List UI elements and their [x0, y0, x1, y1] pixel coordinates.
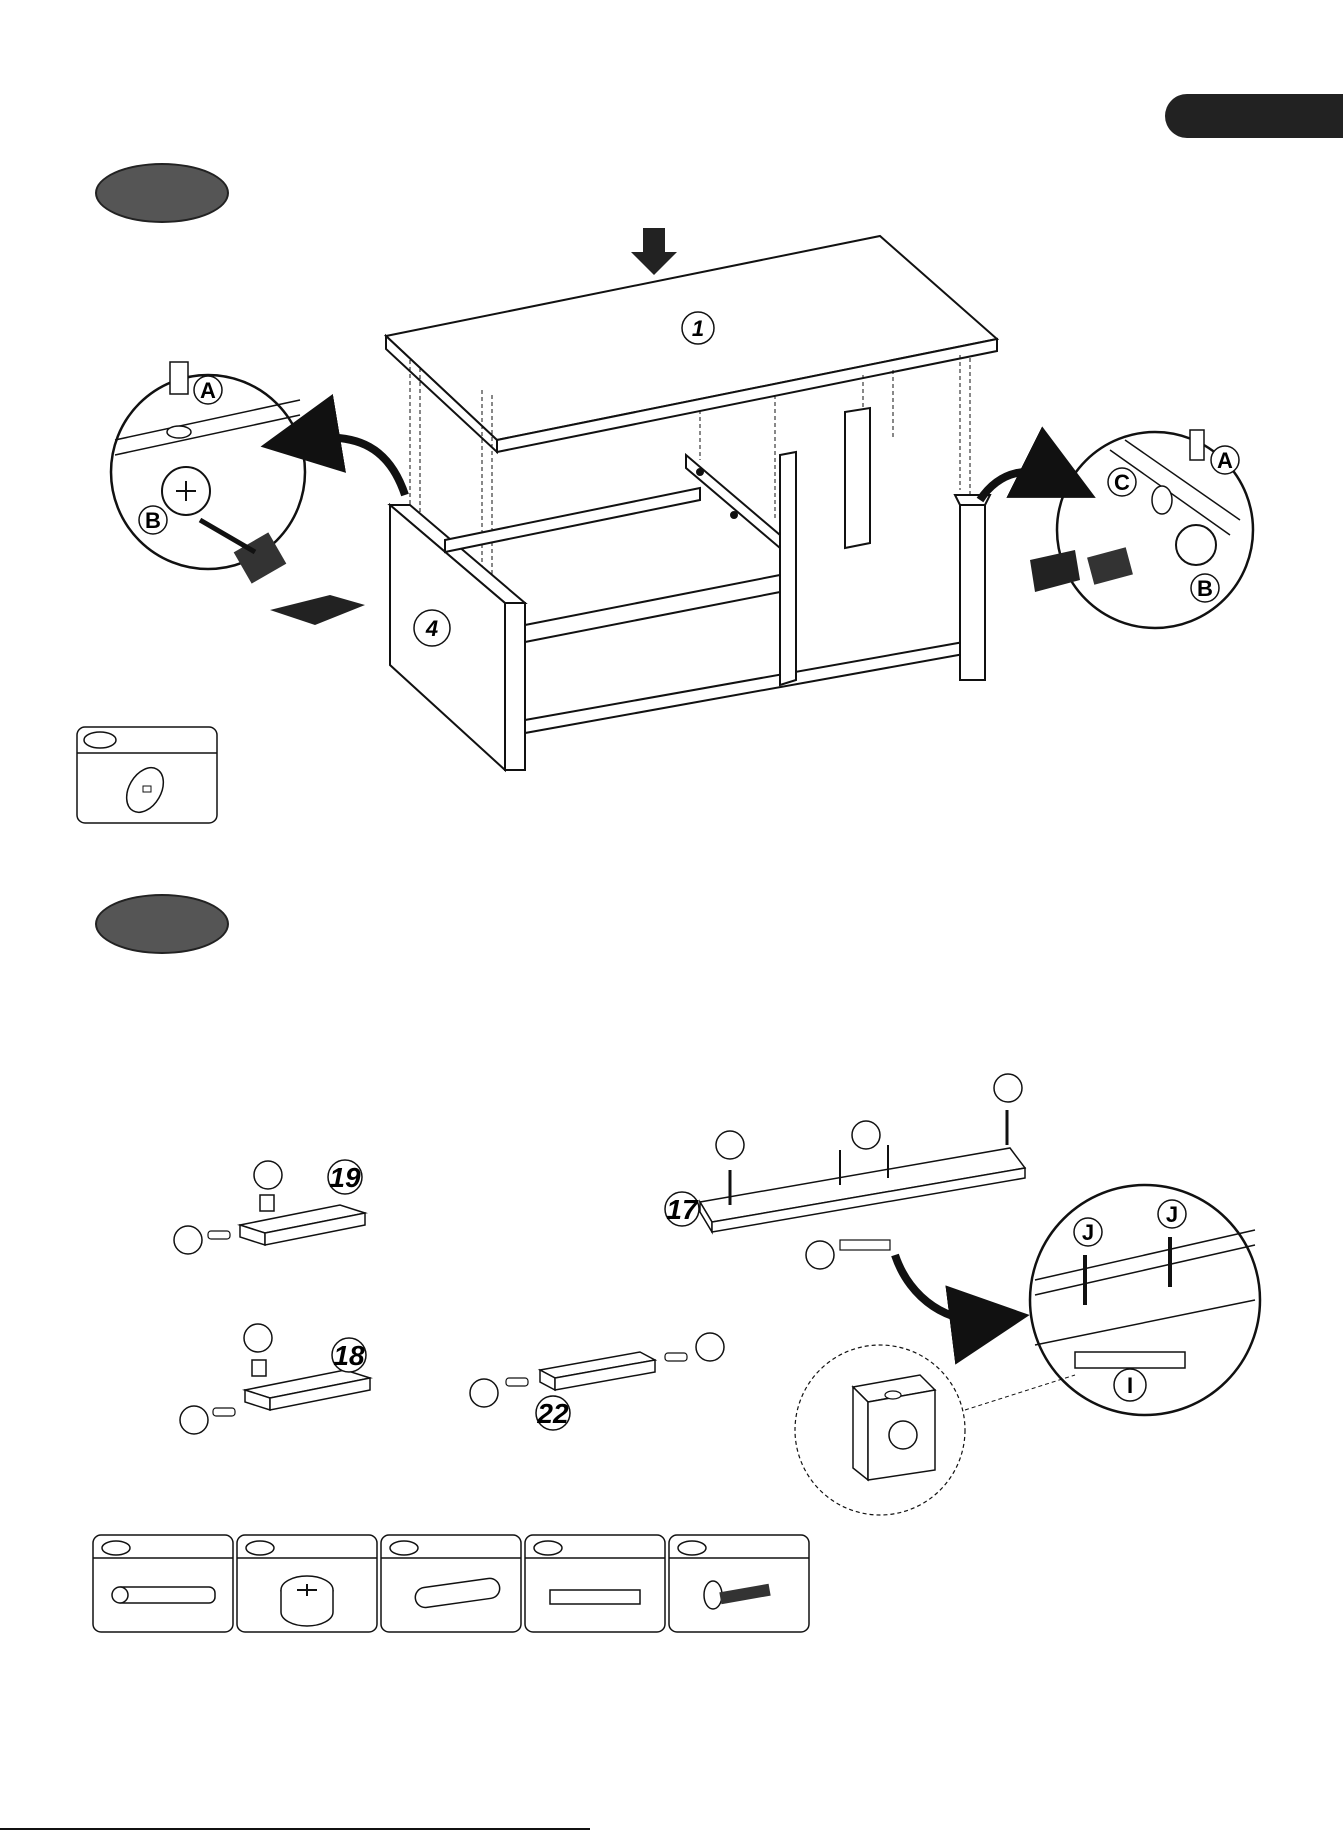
- part-19: 19: [174, 1160, 365, 1254]
- detail-j2: J: [1166, 1202, 1178, 1227]
- detail-circle-right: C A B: [1057, 430, 1253, 628]
- hardware-cell-dowel: [381, 1535, 521, 1632]
- push-arrow-icon: [270, 595, 365, 625]
- detail-i: I: [1127, 1373, 1133, 1398]
- side-panel-label: 4: [425, 616, 438, 641]
- part-17: 17: [665, 1074, 1025, 1269]
- step-badge-2: [95, 894, 229, 954]
- footer-rule: [0, 1828, 590, 1830]
- detail-circle-left: A B: [111, 362, 305, 584]
- detail-right-a: A: [1217, 448, 1233, 473]
- step1-illustration: 1 4: [0, 0, 1343, 840]
- curved-arrow-icon: [300, 437, 405, 495]
- hardware-cell-bolt: [93, 1535, 233, 1632]
- part-18-label: 18: [333, 1340, 365, 1371]
- hardware-box-step1: [77, 727, 217, 823]
- detail-left-b: B: [145, 508, 161, 533]
- detail-j1: J: [1082, 1220, 1094, 1245]
- hardware-strip-step2: [0, 1530, 820, 1640]
- push-arrow-icon: [1030, 550, 1080, 592]
- part-18: 18: [180, 1324, 370, 1434]
- curved-arrow-icon: [980, 472, 1060, 500]
- detail-right-b: B: [1197, 576, 1213, 601]
- detail-left-a: A: [200, 378, 216, 403]
- zoom-circle-block: [795, 1345, 1075, 1515]
- detail-circle-step2: J J I: [1030, 1185, 1260, 1415]
- detail-right-c: C: [1114, 470, 1130, 495]
- top-panel-label: 1: [692, 316, 704, 341]
- part-22-label: 22: [536, 1398, 569, 1429]
- hardware-cell-bracket: [525, 1535, 665, 1632]
- hardware-cell-cam-lock: [237, 1535, 377, 1632]
- top-panel-1: 1: [386, 236, 997, 452]
- part-19-label: 19: [329, 1162, 361, 1193]
- hardware-cell-screw: [669, 1535, 809, 1632]
- part-22: 22: [470, 1333, 724, 1430]
- part-17-label: 17: [666, 1194, 699, 1225]
- cabinet-body: [390, 408, 990, 770]
- push-arrow-icon: [631, 228, 677, 275]
- curved-arrow-icon: [895, 1255, 990, 1321]
